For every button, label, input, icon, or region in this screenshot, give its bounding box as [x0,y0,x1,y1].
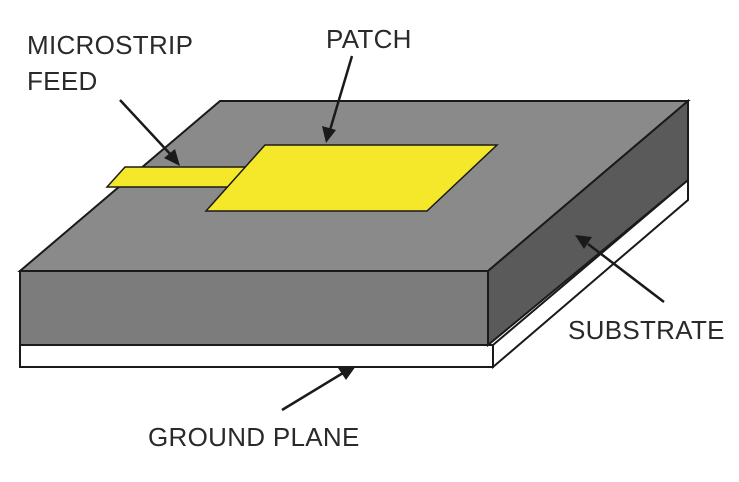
patch-label: PATCH [326,24,412,54]
microstrip-leader-line [119,99,173,157]
substrate-label: SUBSTRATE [568,315,725,345]
patch-arrowhead [322,126,336,143]
patch-element [204,144,499,212]
substrate-leader-line [587,243,665,303]
microstrip-label-line2: FEED [27,66,98,96]
ground-plane-front [19,344,494,368]
ground-plane-leader-line [281,371,344,412]
ground-plane-label: GROUND PLANE [148,422,360,452]
substrate-side-face [487,98,689,348]
microstrip-arrowhead [164,149,180,166]
substrate-arrowhead [575,235,592,249]
ground-plane-side [492,177,689,370]
substrate-front-face [19,270,489,346]
microstrip-label-line1: MICROSTRIP [27,30,193,60]
patch-leader-line [328,55,354,131]
ground-plane-arrowhead [338,366,356,380]
